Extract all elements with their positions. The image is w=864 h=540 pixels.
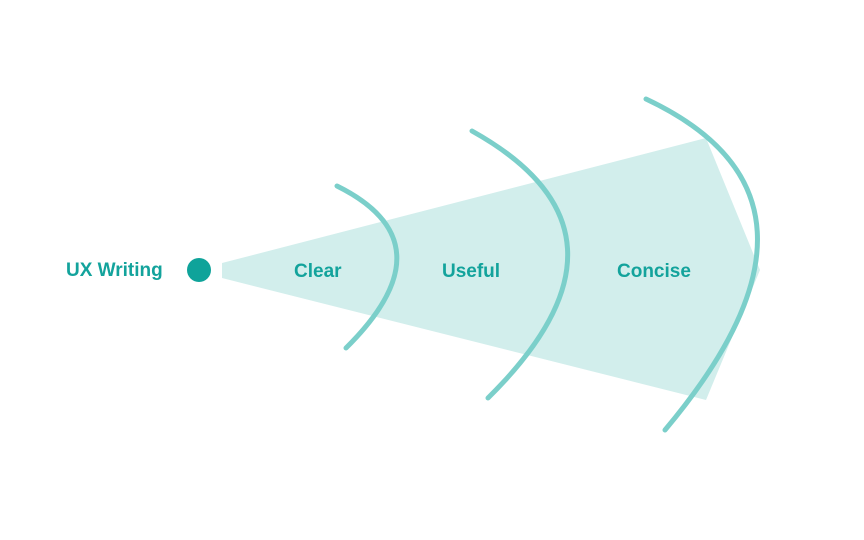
arc-concise [643,96,760,433]
arc-clear [334,183,400,351]
origin-dot [187,258,211,282]
stage-label-useful: Useful [442,261,500,282]
expanding-beam [222,138,760,400]
arc-useful [469,128,570,401]
origin-label: UX Writing [66,260,163,281]
stage-label-concise: Concise [617,261,691,282]
stage-label-clear: Clear [294,261,342,282]
